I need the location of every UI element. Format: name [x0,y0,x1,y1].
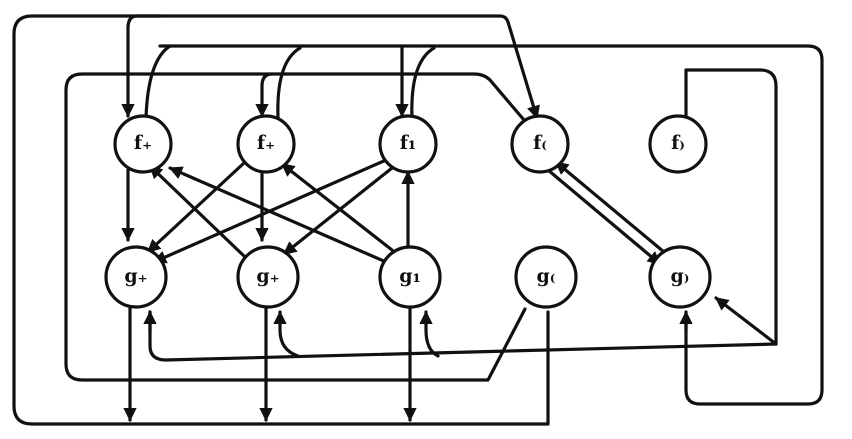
node-g-star-label: g₊ [256,265,279,287]
edge-g-id-to-f-plus [168,166,388,264]
edge-g-rparen-to-f-lparen [554,160,666,254]
node-f-rparen-label: f₎ [671,132,685,154]
node-g-lparen-label: g₍ [537,265,556,287]
node-f-id-label: f₁ [400,132,417,154]
edge-g-lparen-to-f-lparen [12,14,550,426]
edge-f-star-to-g-plus [146,161,246,254]
edge-loop-to-f-star [255,72,274,118]
edge-g-lparen-loop [64,72,527,382]
edge-bottom-return [148,310,778,362]
node-f-lparen-label: f₍ [533,132,547,154]
edge-return-to-g-star [273,310,300,358]
edge-f-rparen-to-g-rparen [714,296,778,346]
node-g-plus: g₊ [104,245,168,309]
edge-f-plus-curl [144,44,172,120]
node-f-plus: f₊ [113,114,173,174]
edge-return-to-g-id [419,310,440,358]
edge-f-id-curl [410,46,436,120]
edge-right-loop [158,44,824,406]
edge-f-id-to-g-plus [152,158,388,264]
node-g-id-label: g₁ [399,265,421,287]
node-g-rparen-label: g₎ [671,265,690,287]
edge-f-lparen-to-g-rparen [546,168,662,266]
node-f-plus-label: f₊ [134,132,152,154]
node-f-lparen: f₍ [510,114,570,174]
node-f-rparen: f₎ [648,114,708,174]
edge-g-star-to-f-plus [148,164,246,258]
edge-f-id-to-g-star [282,166,394,256]
edge-f-star-curl [276,46,302,120]
node-f-star-label: f₊ [257,132,275,154]
node-g-plus-label: g₊ [124,265,147,287]
edge-loop-to-f-plus [121,14,162,118]
edge-g-id-to-f-star [280,162,394,252]
node-g-star: g₊ [236,245,300,309]
edge-f-rparen-loop [684,68,778,346]
node-g-id: g₁ [378,245,442,309]
node-f-star: f₊ [236,114,296,174]
node-f-id: f₁ [378,114,438,174]
node-g-rparen: g₎ [648,245,712,309]
node-g-lparen: g₍ [514,245,578,309]
